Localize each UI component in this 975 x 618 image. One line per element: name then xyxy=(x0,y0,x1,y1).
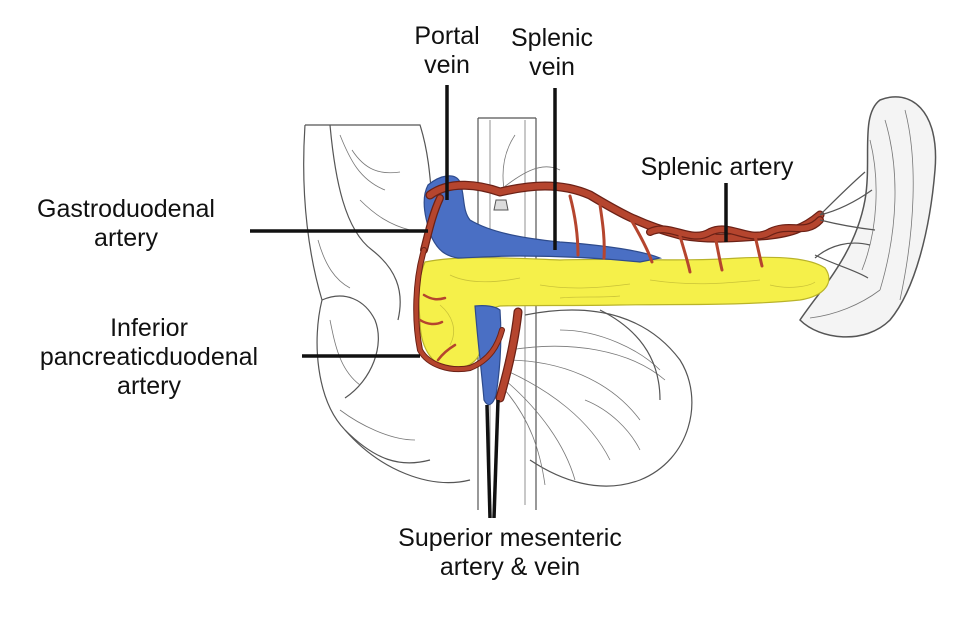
superior-mesenteric-label: Superior mesenteric artery & vein xyxy=(372,524,648,582)
inferior-pancreaticoduodenal-label-line3: artery xyxy=(117,372,181,400)
pancreas-texture xyxy=(439,274,816,346)
leader-lines xyxy=(250,85,728,519)
splenic-vein-label: Splenic vein xyxy=(500,24,604,82)
splenic-vein-label-line2: vein xyxy=(529,53,575,81)
inferior-pancreaticoduodenal-artery-label: Inferior pancreaticduodenal artery xyxy=(14,314,284,401)
superior-mesenteric-label-line2: artery & vein xyxy=(439,553,581,581)
splenic-hilum-branches xyxy=(814,171,876,279)
portal-vein-label-line1: Portal xyxy=(414,22,480,50)
mesentery-sketch xyxy=(504,309,693,487)
celiac-trunk-shape xyxy=(493,199,509,211)
portal-vein-label-line2: vein xyxy=(424,51,470,79)
gastroduodenal-artery-label-line1: Gastroduodenal xyxy=(37,195,215,223)
gastroduodenal-artery-label-line2: artery xyxy=(94,224,158,252)
superior-mesenteric-leader-b xyxy=(492,399,500,519)
splenic-vein-label-line1: Splenic xyxy=(511,24,593,52)
inferior-pancreaticoduodenal-label-line2: pancreaticduodenal xyxy=(39,343,259,371)
superior-mesenteric-leader-a xyxy=(485,404,492,519)
arteries xyxy=(413,180,825,403)
portal-vein-label: Portal vein xyxy=(400,22,494,80)
inferior-pancreaticoduodenal-label-line1: Inferior xyxy=(110,314,188,342)
portal-vein-shape xyxy=(423,175,663,263)
duodenum-sketch xyxy=(303,124,471,484)
superior-mesenteric-label-line1: Superior mesenteric xyxy=(398,524,622,552)
splenic-artery-label: Splenic artery xyxy=(640,153,794,181)
gastroduodenal-artery-label: Gastroduodenal artery xyxy=(12,195,240,253)
